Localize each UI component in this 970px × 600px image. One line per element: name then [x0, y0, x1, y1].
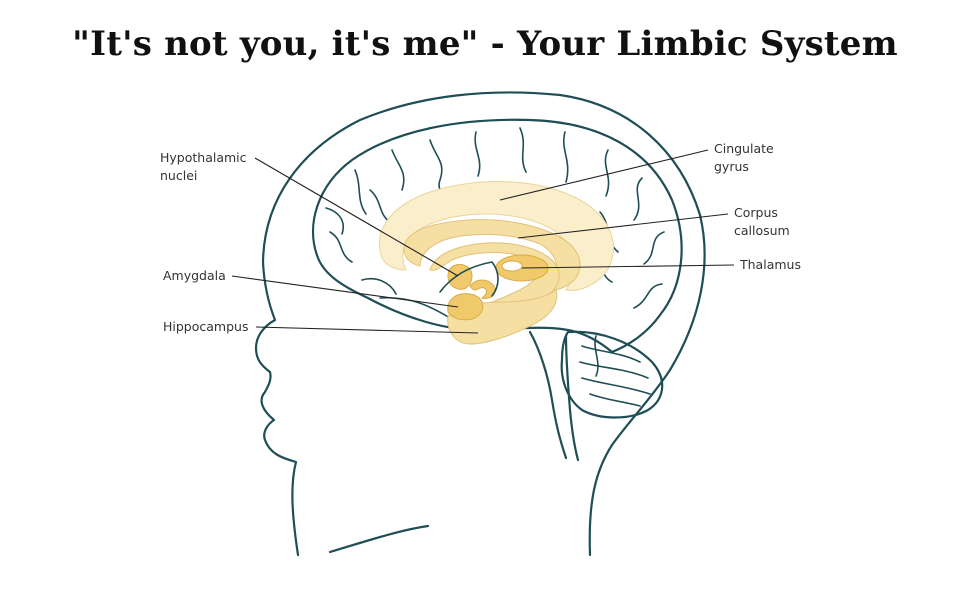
- sulcus-13: [370, 190, 390, 222]
- sulcus-16: [362, 279, 396, 294]
- cerebellum-fold-4: [590, 394, 640, 406]
- label-hypothalamic-line2: nuclei: [160, 168, 197, 183]
- label-cingulate-line2: gyrus: [714, 159, 749, 174]
- leader-hippocampus: [256, 327, 478, 333]
- label-hippocampus: Hippocampus: [163, 319, 248, 334]
- thalamus-inner: [502, 261, 522, 271]
- chin-outline: [330, 526, 428, 552]
- brainstem: [530, 332, 566, 458]
- sulcus-6: [564, 132, 568, 182]
- label-cingulate-line1: Cingulate: [714, 141, 774, 156]
- sulcus-7: [605, 150, 608, 196]
- cerebellum-fold-3: [582, 378, 650, 394]
- cerebellum-fold-1: [582, 346, 640, 362]
- label-hypothalamic-line1: Hypothalamic: [160, 150, 247, 165]
- hypothalamic-nuclei: [448, 264, 472, 289]
- sulcus-12: [326, 208, 343, 234]
- sulcus-4: [475, 132, 480, 176]
- sulcus-1: [355, 170, 366, 214]
- sulcus-11: [330, 232, 352, 262]
- cerebellum-fold-2: [580, 362, 648, 378]
- label-corpus-line2: callosum: [734, 223, 790, 238]
- sulcus-9: [644, 232, 664, 264]
- label-corpus-line1: Corpus: [734, 205, 778, 220]
- cerebellum-outline: [562, 332, 662, 418]
- sulcus-10: [634, 284, 662, 308]
- sulcus-8: [634, 178, 642, 220]
- leader-cingulate: [500, 150, 708, 200]
- label-thalamus: Thalamus: [739, 257, 801, 272]
- sulcus-5: [520, 128, 526, 172]
- sulcus-2: [392, 150, 404, 190]
- label-amygdala: Amygdala: [163, 268, 226, 283]
